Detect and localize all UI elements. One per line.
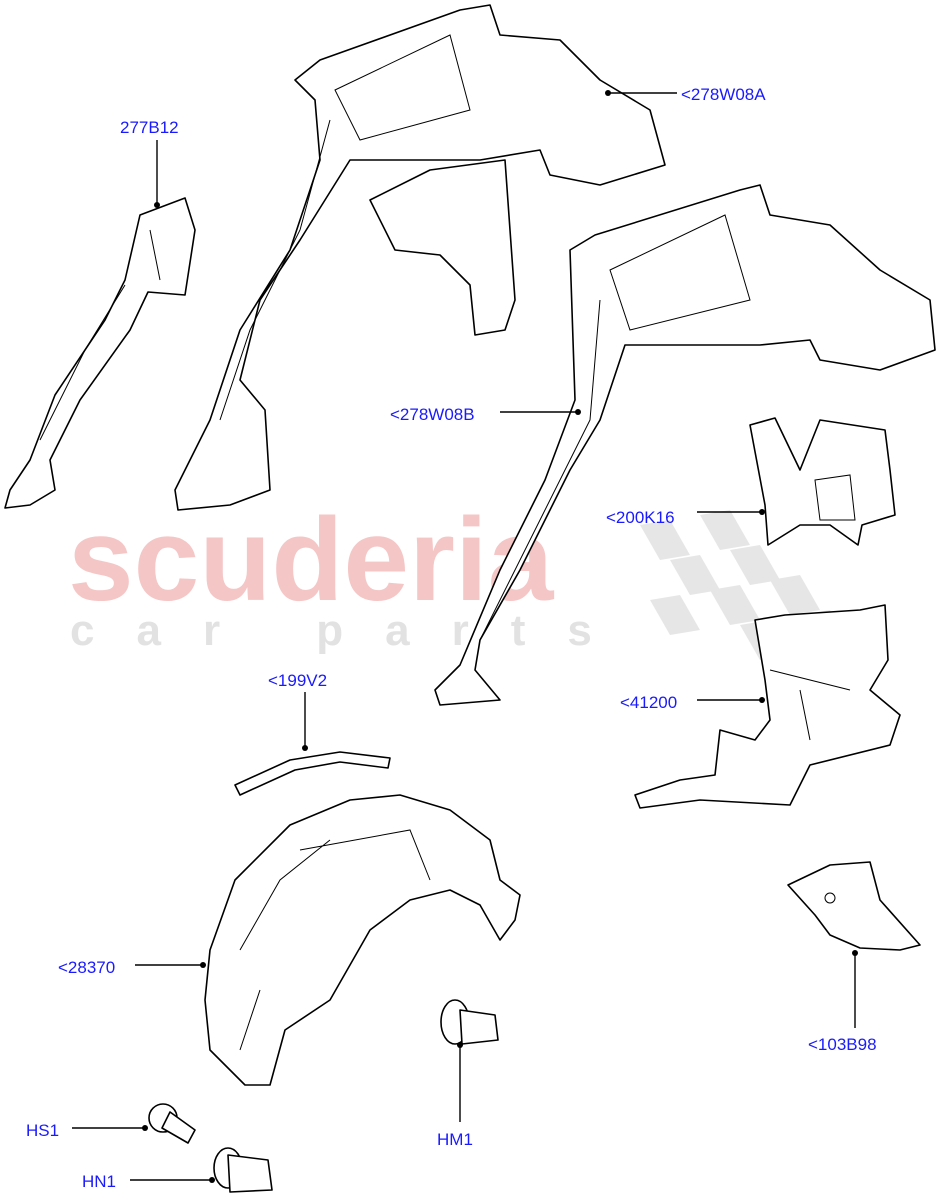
part-hm1-clip[interactable]: [440, 999, 499, 1045]
part-28370[interactable]: [204, 794, 521, 1086]
callout-hm1[interactable]: HM1: [437, 1130, 473, 1149]
part-41200[interactable]: [634, 604, 901, 809]
part-200k16[interactable]: [749, 417, 896, 546]
part-hn1-nut[interactable]: [213, 1147, 273, 1193]
callout-103b98[interactable]: <103B98: [808, 1035, 877, 1054]
leader-lines: [72, 90, 858, 1183]
callout-hs1[interactable]: HS1: [26, 1121, 59, 1140]
part-278w08b[interactable]: [434, 184, 936, 706]
part-hs1-screw[interactable]: [148, 1103, 196, 1144]
callout-199v2[interactable]: <199V2: [268, 671, 327, 690]
part-277b12[interactable]: [4, 197, 196, 509]
watermark-tagline: car parts: [70, 606, 634, 655]
callout-277b12[interactable]: 277B12: [120, 118, 179, 137]
callout-28370[interactable]: <28370: [58, 958, 115, 977]
part-199v2[interactable]: [234, 751, 391, 796]
callout-278w08b[interactable]: <278W08B: [390, 405, 475, 424]
part-278w08a[interactable]: [174, 4, 666, 511]
watermark-brand: scuderia: [68, 494, 555, 626]
part-103b98[interactable]: [787, 861, 921, 951]
callout-41200[interactable]: <41200: [620, 693, 677, 712]
watermark: scuderia car parts: [68, 494, 850, 660]
callout-200k16[interactable]: <200K16: [606, 508, 675, 527]
callout-278w08a[interactable]: <278W08A: [681, 85, 766, 104]
callout-hn1[interactable]: HN1: [82, 1172, 116, 1191]
